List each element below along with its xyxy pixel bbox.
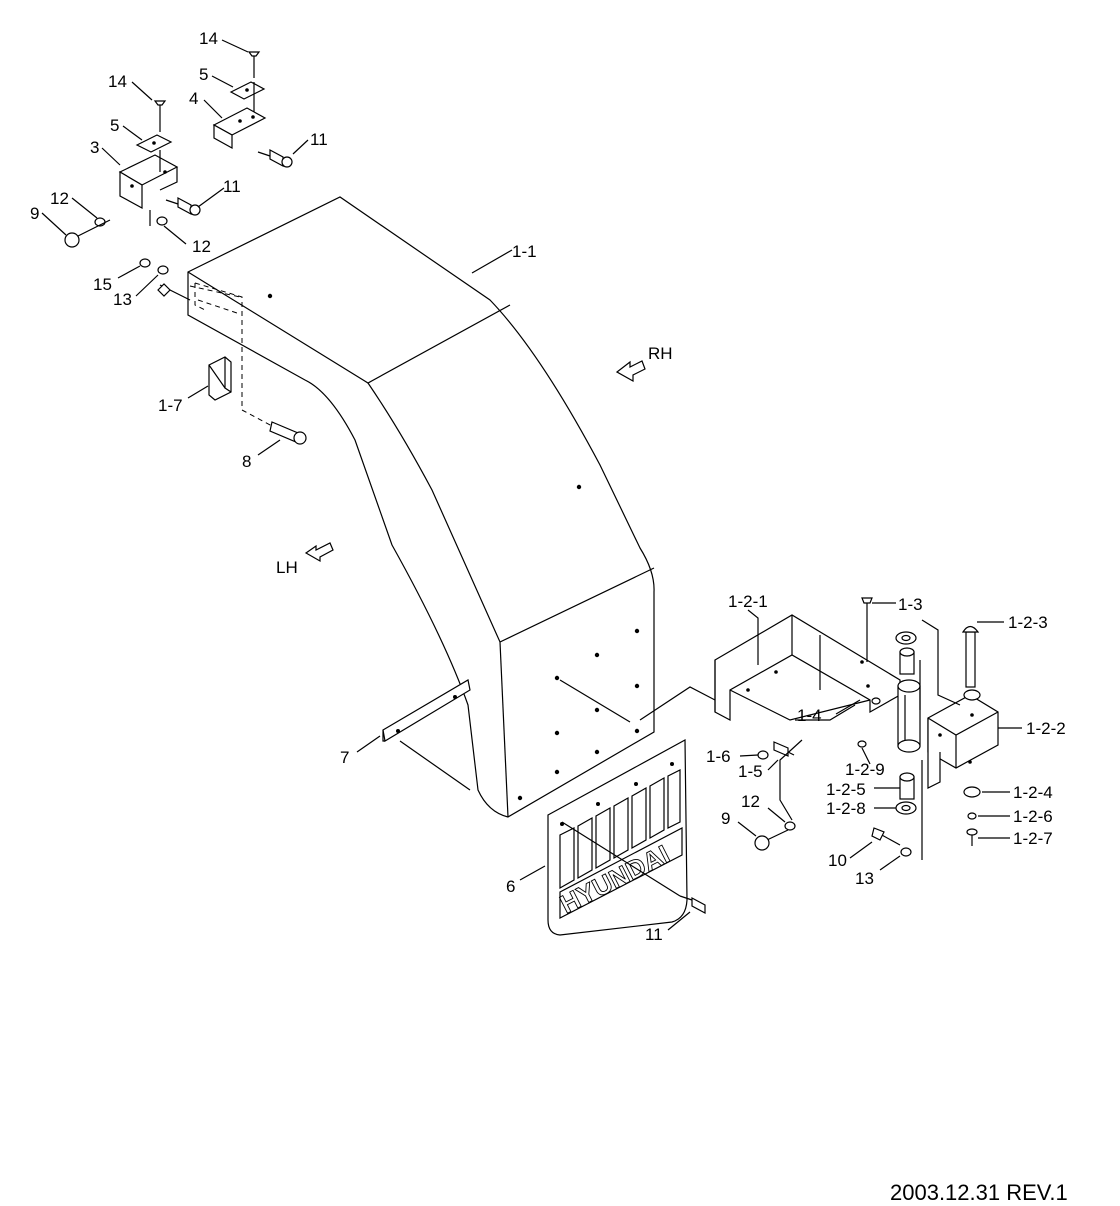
callout-label: 1-2-7 (1013, 829, 1053, 848)
arrow-rh-icon (615, 360, 646, 383)
callout-label: 9 (30, 204, 39, 223)
stay-bar-7 (382, 679, 471, 791)
callout-label: 12 (741, 792, 760, 811)
leader-lines (41, 39, 1022, 931)
callout-label: 10 (828, 851, 847, 870)
callout-label: 12 (192, 237, 211, 256)
callout-label: 11 (223, 177, 241, 196)
hinge-bracket-1-2-1 (714, 614, 901, 721)
callout-label: 1-2-8 (826, 799, 866, 818)
callout-label: 1-2-3 (1008, 613, 1048, 632)
mud-flap-slots (559, 769, 681, 890)
hinge-tube (897, 679, 921, 753)
clip-1-7 (208, 356, 232, 401)
mud-flap-6: HYUNDAI (547, 738, 688, 936)
callout-labels: 14 5 4 11 14 5 3 11 12 9 12 15 13 1-1 1-… (30, 29, 1066, 944)
callout-label: 4 (189, 89, 198, 108)
callout-label: 14 (199, 29, 218, 48)
callout-label: 1-7 (158, 396, 183, 415)
hinge-pin-1-2-3 (961, 625, 980, 688)
callout-label: 11 (645, 925, 663, 944)
callout-label: 1-5 (738, 762, 763, 781)
callout-label: 15 (93, 275, 112, 294)
plate-5-upper (229, 81, 266, 100)
callout-label: 6 (506, 877, 515, 896)
callout-label: 5 (110, 116, 119, 135)
callout-label: 11 (310, 130, 328, 149)
callout-label: 7 (340, 748, 349, 767)
bracket-3 (118, 154, 179, 210)
callout-label: 14 (108, 72, 127, 91)
callout-label: 5 (199, 65, 208, 84)
callout-label: 3 (90, 138, 99, 157)
callout-label: 1-2-9 (845, 760, 885, 779)
bushings (895, 631, 917, 815)
hinge-plate-1-2-2 (927, 689, 999, 789)
callout-label: 1-4 (797, 706, 822, 725)
callout-label: 9 (721, 809, 730, 828)
callout-label: 1-2-4 (1013, 783, 1053, 802)
direction-label-lh: LH (276, 558, 298, 577)
bracket-4 (212, 107, 267, 150)
fender-1-1 (187, 196, 655, 818)
arrow-lh-icon (304, 542, 334, 563)
callout-label: 1-3 (898, 595, 923, 614)
callout-label: 1-1 (512, 242, 537, 261)
callout-label: 13 (113, 290, 132, 309)
direction-label-rh: RH (648, 344, 673, 363)
hinge-fasteners (679, 597, 981, 915)
callout-label: 1-2-2 (1026, 719, 1066, 738)
plate-5-lower (135, 134, 173, 153)
callout-label: 12 (50, 189, 69, 208)
callout-label: 1-2-5 (826, 780, 866, 799)
callout-label: 8 (242, 452, 251, 471)
callout-label: 1-6 (706, 747, 731, 766)
callout-label: 1-2-1 (728, 592, 768, 611)
callout-label: 1-2-6 (1013, 807, 1053, 826)
fasteners-top (64, 51, 293, 301)
callout-label: 13 (855, 869, 874, 888)
revision-date: 2003.12.31 REV.1 (890, 1180, 1068, 1205)
pin-8 (241, 409, 307, 445)
